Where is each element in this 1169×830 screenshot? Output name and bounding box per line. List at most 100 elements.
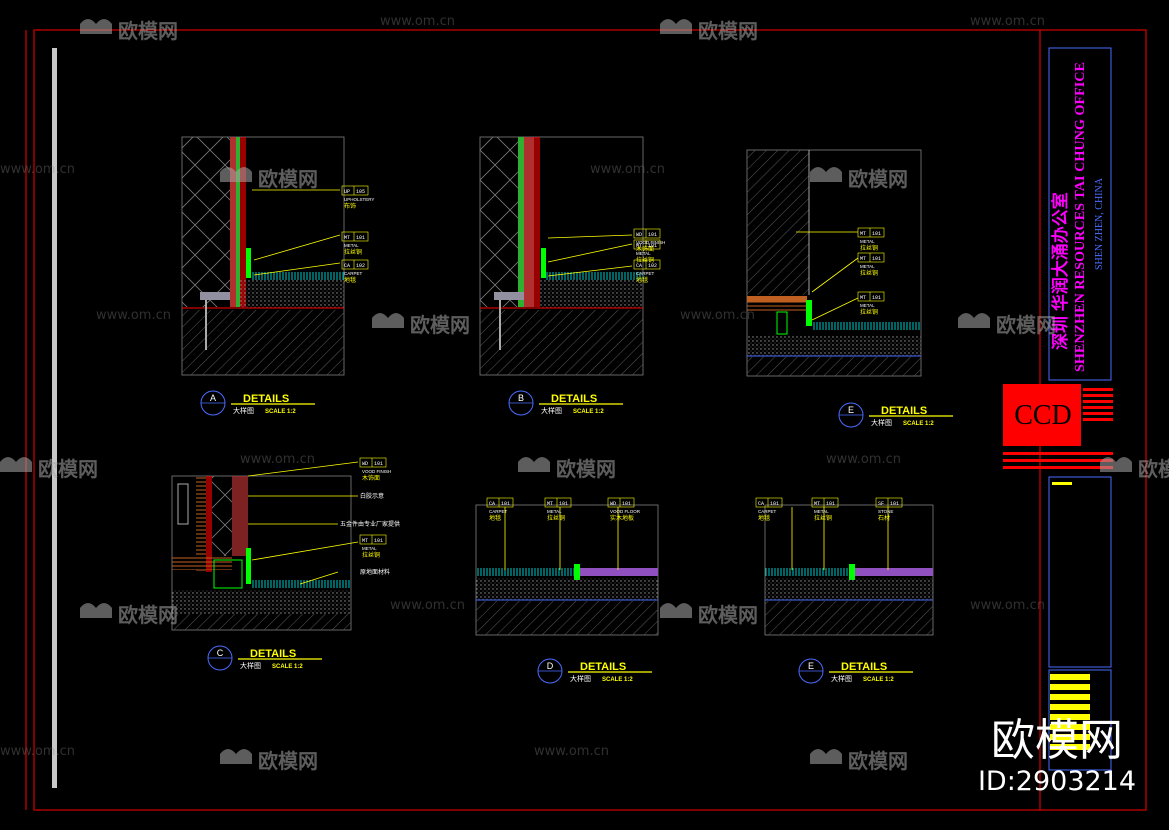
watermark-logo: 欧模网 <box>220 167 318 191</box>
watermark-url: www.om.cn <box>680 308 755 323</box>
tag-material-en: CARPET <box>344 271 363 276</box>
watermark-couch-icon <box>660 603 692 618</box>
detail-letter: E <box>808 661 814 671</box>
watermark-logo: 欧模网 <box>80 603 178 627</box>
tag-material-en: METAL <box>860 303 875 308</box>
tag-material-cn: 地毯 <box>344 276 356 284</box>
tag-number: 101 <box>559 501 568 507</box>
watermark-brand: 欧模网 <box>118 603 178 627</box>
watermark-brand: 欧模网 <box>410 313 470 337</box>
tag-material-cn: 拉丝铜 <box>860 244 878 252</box>
detail-subtitle: 大样图 <box>570 674 591 683</box>
watermark-brand: 欧模网 <box>118 19 178 43</box>
tag-number: 105 <box>356 189 365 195</box>
watermark-brand: 欧模网 <box>698 603 758 627</box>
tag-number: 102 <box>356 263 365 269</box>
watermark-logo: 欧模网 <box>80 19 178 43</box>
detail-title: DETAILS <box>580 661 626 673</box>
tag-box <box>341 231 369 242</box>
detail-title: DETAILS <box>841 661 887 673</box>
tag-material-en: UPHOLSTERY <box>344 197 374 202</box>
tag-box <box>486 497 514 508</box>
tag-material-cn: 拉丝铜 <box>547 514 565 522</box>
tag-code: CA <box>636 263 642 269</box>
tag-number: 101 <box>826 501 835 507</box>
tag-code: SF <box>878 501 884 507</box>
watermark-brand: 欧模网 <box>848 167 908 191</box>
tag-material-cn: 木饰面 <box>362 474 380 482</box>
tag-code: MT <box>547 501 553 507</box>
tag-box <box>359 457 387 468</box>
watermark-logo: 欧模网 <box>660 19 758 43</box>
detail-b-drawing <box>479 136 644 376</box>
tag-material-en: METAL <box>814 509 829 514</box>
tag-material-cn: 拉丝铜 <box>344 248 362 256</box>
tag-number: 101 <box>374 538 383 544</box>
detail-title: DETAILS <box>243 393 289 405</box>
tag-number: 101 <box>872 256 881 262</box>
watermark-brand: 欧模网 <box>848 749 908 773</box>
tag-code: CA <box>344 263 350 269</box>
watermark-couch-icon <box>220 749 252 764</box>
watermark-couch-icon <box>220 167 252 182</box>
drawing-frame <box>33 29 1147 811</box>
watermark-url: www.om.cn <box>0 162 75 177</box>
detail-scale: SCALE 1:2 <box>272 664 303 670</box>
watermark-couch-icon <box>810 749 842 764</box>
detail-subtitle: 大样图 <box>233 406 254 415</box>
tag-material-en: METAL <box>860 239 875 244</box>
tag-box <box>857 291 885 302</box>
tag-code: WD <box>636 232 642 238</box>
construction-note: 原地面材料 <box>360 568 390 576</box>
tag-material-en: METAL <box>362 546 377 551</box>
tag-material-cn: 地毯 <box>636 276 648 284</box>
watermark-brand: 欧模网 <box>38 457 98 481</box>
watermark-logo: 欧模网 <box>660 603 758 627</box>
detail-title: DETAILS <box>881 405 927 417</box>
watermark-url: www.om.cn <box>970 598 1045 613</box>
tag-box <box>633 228 661 239</box>
watermark-logo: 欧模网 <box>958 313 1056 337</box>
detail-subtitle: 大样图 <box>240 661 261 670</box>
tag-material-cn: 布饰 <box>344 202 356 210</box>
tag-material-en: METAL <box>860 264 875 269</box>
tag-material-en: STONE <box>878 509 893 514</box>
tag-code: MT <box>860 295 866 301</box>
construction-note: 五金件由专业厂家提供 <box>340 520 400 528</box>
detail-scale: SCALE 1:2 <box>573 409 604 415</box>
tag-box <box>607 497 635 508</box>
tag-material-en: CARPET <box>758 509 777 514</box>
project-title-en: SHENZHEN RESOURCES TAI CHUNG OFFICE <box>1073 62 1088 372</box>
tag-material-en: VOOD FINISH <box>636 240 665 245</box>
detail-scale: SCALE 1:2 <box>863 677 894 683</box>
tag-code: MT <box>814 501 820 507</box>
tag-box <box>755 497 783 508</box>
tag-code: WD <box>610 501 616 507</box>
watermark-couch-icon <box>1100 457 1132 472</box>
tag-material-en: VOOD FINISH <box>362 469 391 474</box>
watermark-url: www.om.cn <box>590 162 665 177</box>
detail-c-drawing <box>171 461 359 631</box>
watermark-brand: 欧模网 <box>698 19 758 43</box>
watermark-brand: 欧模网 <box>258 749 318 773</box>
watermark-brand: 欧模网 <box>556 457 616 481</box>
watermark-url: www.om.cn <box>390 598 465 613</box>
tag-box <box>857 252 885 263</box>
watermark-brand: 欧模网 <box>996 313 1056 337</box>
tag-number: 101 <box>501 501 510 507</box>
